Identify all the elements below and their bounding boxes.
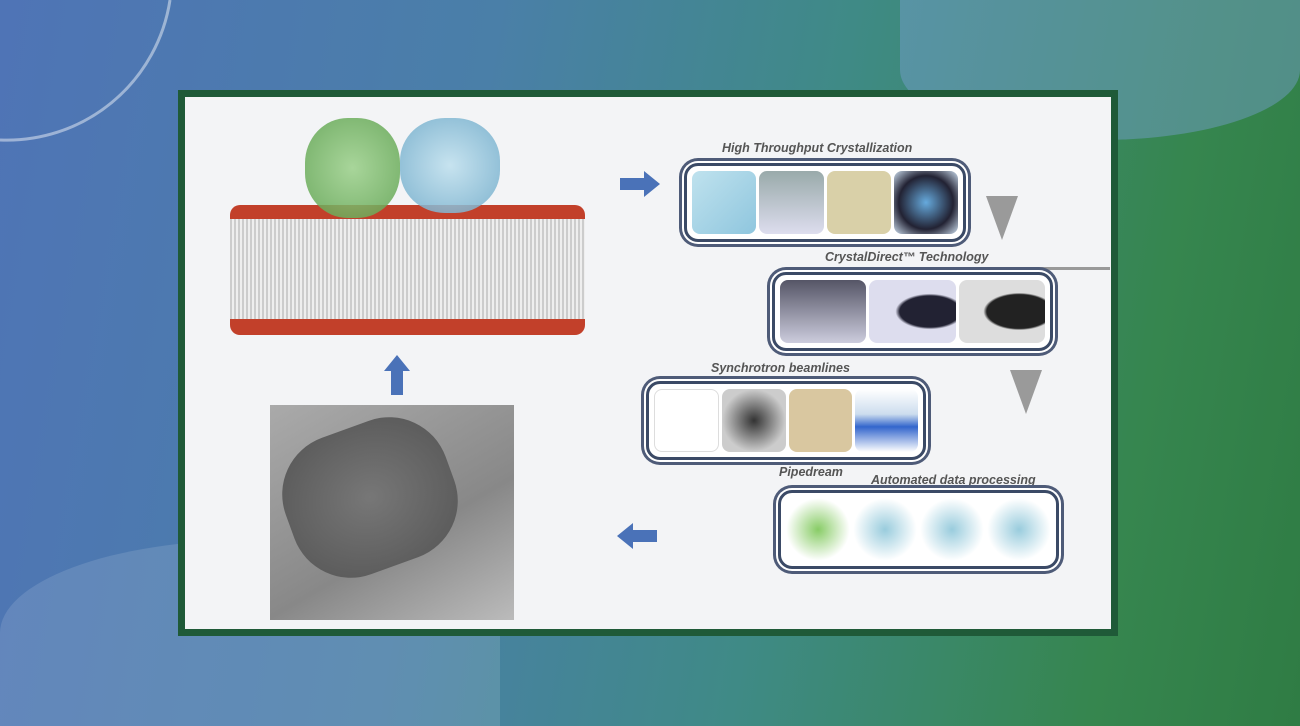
- arrow-up-icon: [384, 355, 410, 395]
- strip-image: [788, 389, 852, 452]
- membrane-protein-image: [230, 205, 585, 335]
- synchrotron-image-strip: [646, 381, 926, 460]
- step-label-processing: Automated data processing: [871, 473, 1036, 487]
- strip-image: [826, 171, 891, 234]
- step-label-pipedream: Pipedream: [779, 465, 843, 479]
- crystaldirect-image-strip: [772, 272, 1053, 351]
- step-label-crystallization: High Throughput Crystallization: [722, 141, 913, 155]
- arrow-right-icon: [620, 171, 660, 197]
- decor-circle: [0, 0, 172, 142]
- step-label-crystaldirect: CrystalDirect™ Technology: [825, 250, 989, 264]
- strip-image: [854, 389, 918, 452]
- protein-structure-green: [305, 118, 400, 218]
- protein-structure-blue: [400, 118, 500, 213]
- processing-image-strip: [778, 490, 1059, 569]
- strip-image: [780, 280, 867, 343]
- strip-image: [853, 498, 917, 561]
- strip-image: [654, 389, 720, 452]
- strip-image: [759, 171, 824, 234]
- strip-image: [869, 280, 956, 343]
- electron-microscopy-image: [265, 400, 514, 620]
- step-label-synchrotron: Synchrotron beamlines: [711, 361, 850, 375]
- strip-image: [987, 498, 1051, 561]
- strip-image: [958, 280, 1045, 343]
- connector-line: [840, 267, 1110, 270]
- virus-particle: [265, 400, 475, 595]
- strip-image: [920, 498, 984, 561]
- arrow-left-icon: [617, 523, 657, 549]
- strip-image: [786, 498, 850, 561]
- strip-image: [692, 171, 757, 234]
- strip-image: [893, 171, 958, 234]
- flow-arrow-down-icon: [986, 196, 1018, 240]
- strip-image: [722, 389, 786, 452]
- flow-arrow-down-icon: [1010, 370, 1042, 414]
- crystallization-image-strip: [684, 163, 966, 242]
